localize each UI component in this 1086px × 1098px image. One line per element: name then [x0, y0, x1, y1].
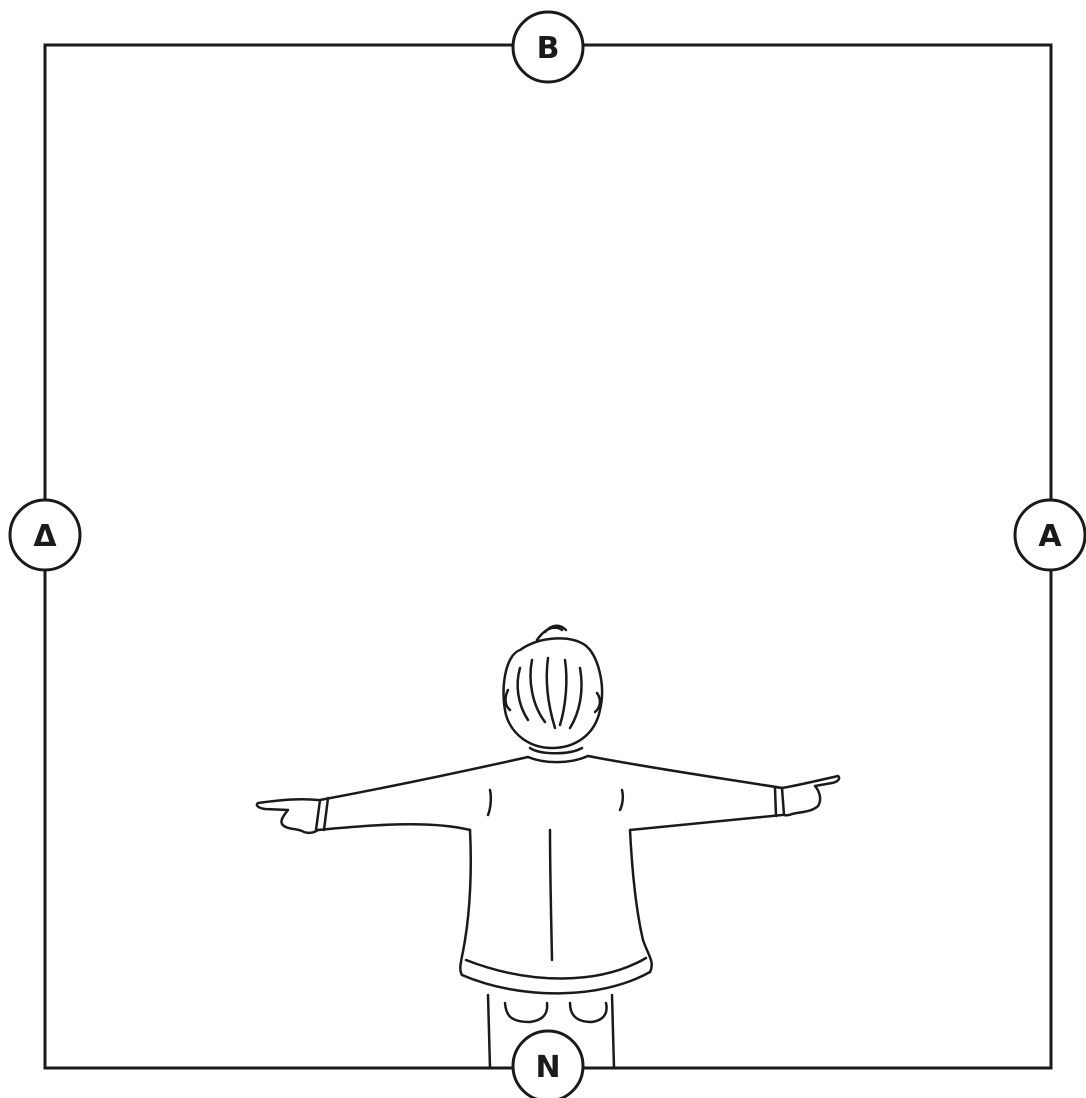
compass-frame: [43, 43, 1053, 1070]
badge-top: B: [511, 10, 585, 84]
badge-bottom-label: N: [535, 1050, 560, 1085]
badge-right-label: A: [1038, 519, 1062, 554]
badge-left: Δ: [8, 498, 82, 572]
person-figure-icon: [255, 624, 841, 1070]
badge-top-label: B: [537, 31, 560, 66]
badge-right: A: [1013, 498, 1086, 572]
badge-bottom: N: [511, 1029, 585, 1098]
badge-left-label: Δ: [33, 519, 57, 554]
